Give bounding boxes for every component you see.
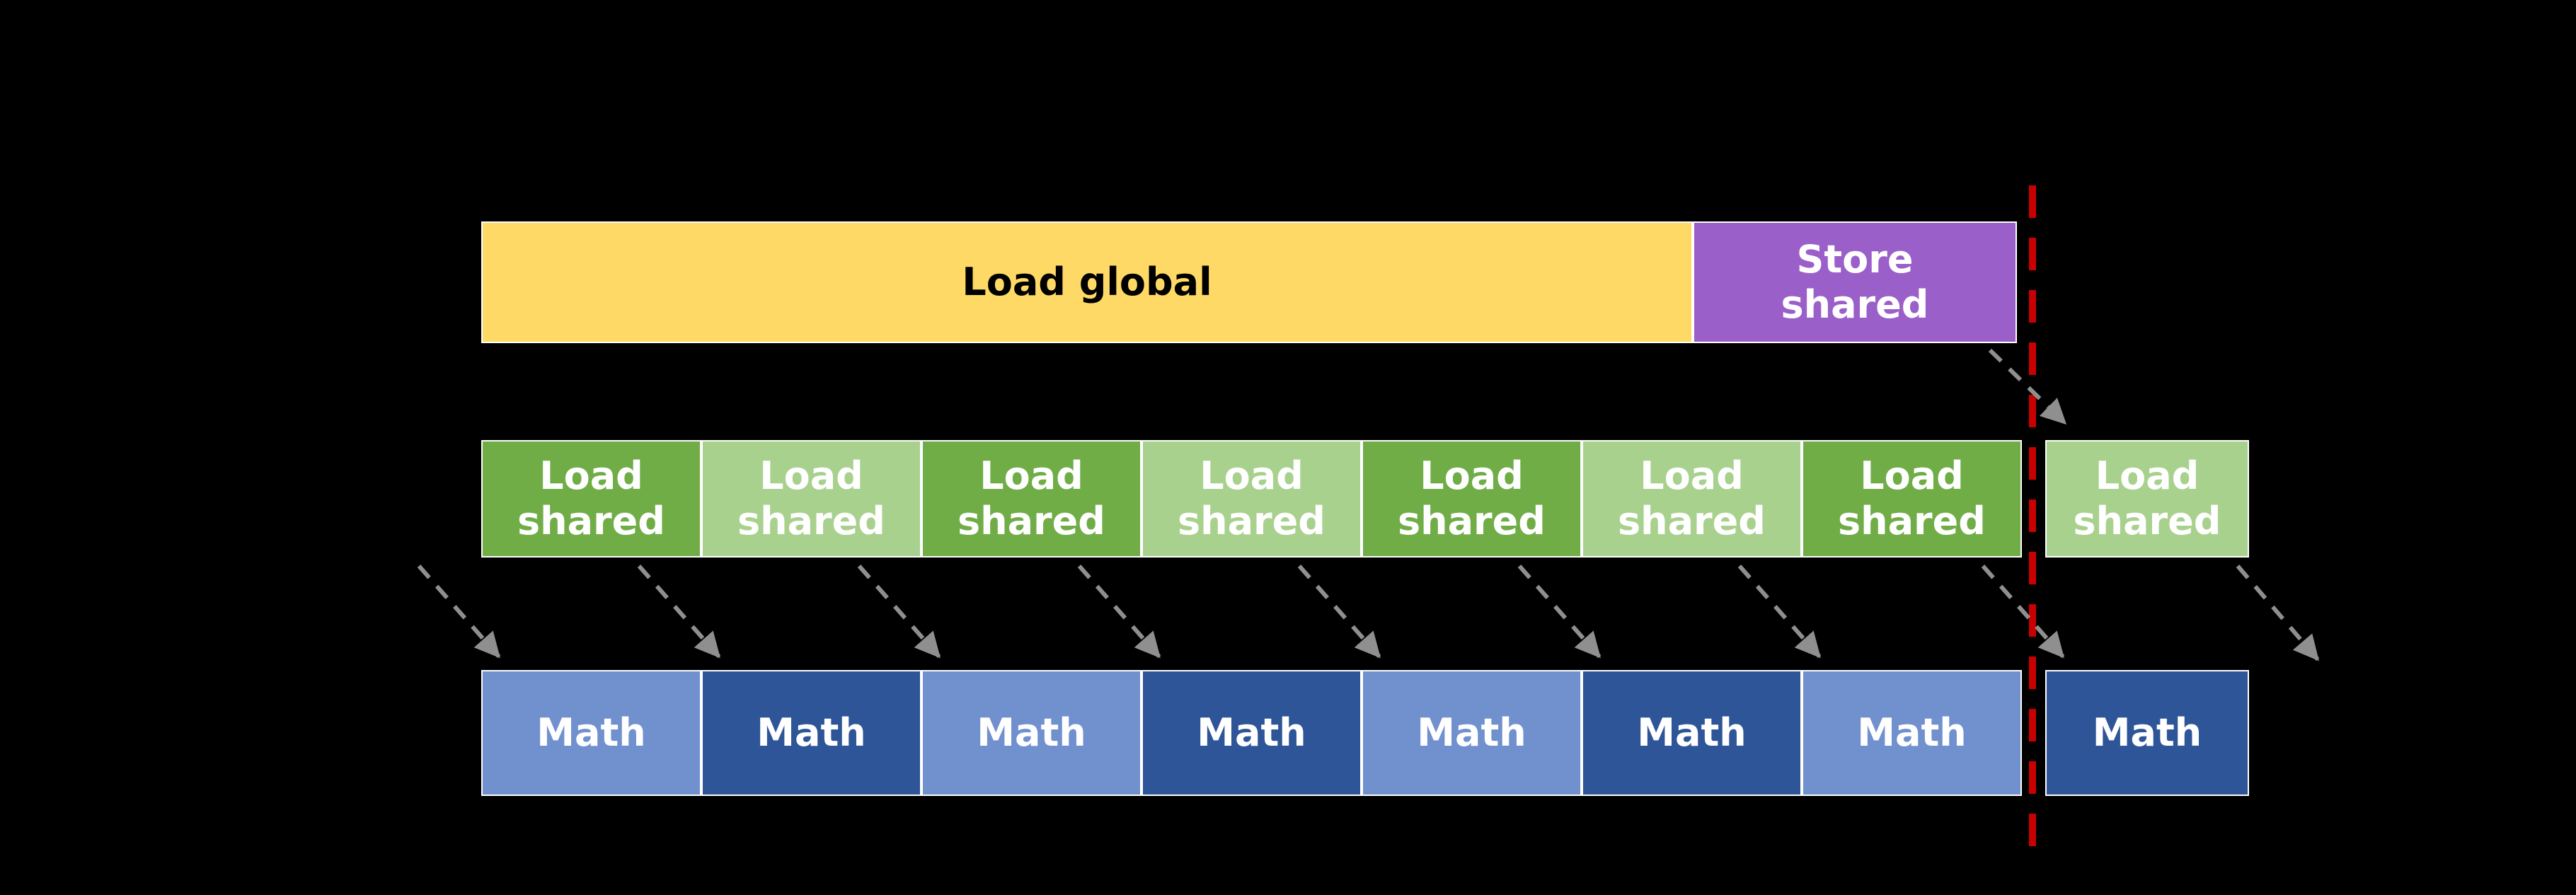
load-global-block: Load global bbox=[481, 221, 1693, 343]
load-shared-block-2: Load shared bbox=[701, 440, 921, 558]
dependency-arrow-icon bbox=[1077, 565, 1161, 659]
load-shared-block-5: Load shared bbox=[1362, 440, 1582, 558]
load-shared-label: Load shared bbox=[737, 454, 885, 543]
math-block-3: Math bbox=[921, 670, 1142, 796]
load-shared-block-8: Load shared bbox=[2045, 440, 2249, 558]
load-shared-label: Load shared bbox=[1838, 454, 1986, 543]
math-block-6: Math bbox=[1582, 670, 1802, 796]
load-shared-block-7: Load shared bbox=[1802, 440, 2022, 558]
dependency-arrow-icon bbox=[637, 565, 721, 659]
dependency-arrow-icon bbox=[857, 565, 941, 659]
math-label: Math bbox=[1857, 710, 1967, 756]
dependency-arrow-icon bbox=[1737, 565, 1822, 659]
load-shared-label: Load shared bbox=[1398, 454, 1546, 543]
math-block-2: Math bbox=[701, 670, 921, 796]
store-shared-label: Store shared bbox=[1781, 237, 1929, 327]
math-label: Math bbox=[536, 710, 646, 756]
math-block-5: Math bbox=[1362, 670, 1582, 796]
math-block-4: Math bbox=[1142, 670, 1362, 796]
load-shared-label: Load shared bbox=[1178, 454, 1326, 543]
load-shared-block-6: Load shared bbox=[1582, 440, 1802, 558]
load-shared-block-4: Load shared bbox=[1142, 440, 1362, 558]
math-label: Math bbox=[1637, 710, 1747, 756]
dependency-arrow-icon bbox=[417, 565, 501, 659]
math-block-7: Math bbox=[1802, 670, 2022, 796]
math-label: Math bbox=[757, 710, 866, 756]
dependency-arrow-icon bbox=[1988, 348, 2067, 425]
load-shared-label: Load shared bbox=[1618, 454, 1766, 543]
load-global-label: Load global bbox=[962, 260, 1212, 305]
math-block-8: Math bbox=[2045, 670, 2249, 796]
math-label: Math bbox=[977, 710, 1086, 756]
math-label: Math bbox=[1197, 710, 1306, 756]
store-shared-block: Store shared bbox=[1693, 221, 2017, 343]
math-label: Math bbox=[2092, 710, 2202, 756]
math-block-1: Math bbox=[481, 670, 701, 796]
load-shared-block-1: Load shared bbox=[481, 440, 701, 558]
dependency-arrow-icon bbox=[1981, 565, 2065, 659]
load-shared-label: Load shared bbox=[517, 454, 665, 543]
dependency-arrow-icon bbox=[1297, 565, 1381, 659]
math-label: Math bbox=[1417, 710, 1526, 756]
dependency-arrow-icon bbox=[1517, 565, 1602, 659]
load-shared-block-3: Load shared bbox=[921, 440, 1142, 558]
dependency-arrow-icon bbox=[2236, 565, 2320, 662]
load-shared-label: Load shared bbox=[2073, 454, 2221, 543]
load-shared-label: Load shared bbox=[958, 454, 1105, 543]
